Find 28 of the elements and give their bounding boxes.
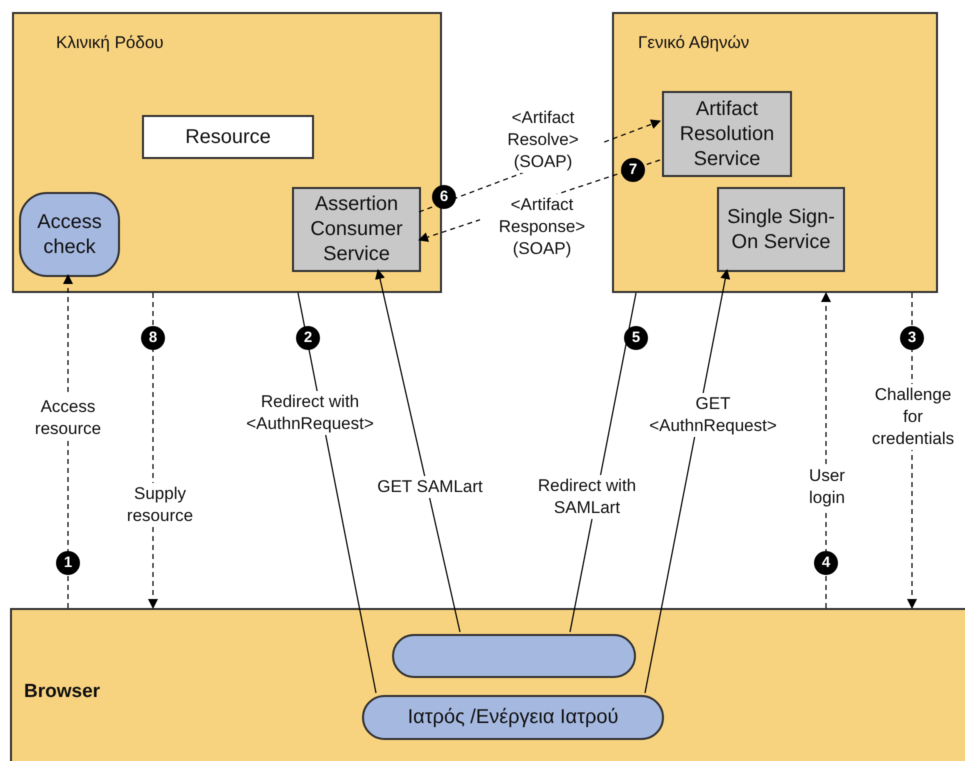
callout-number: 6	[432, 185, 456, 209]
node-label: Assertion Consumer Service	[309, 192, 404, 267]
node-label: Artifact Resolution Service	[678, 96, 776, 172]
resource-box	[142, 115, 314, 159]
service-box	[662, 91, 792, 177]
pill-shape	[392, 634, 636, 678]
callout-number: 3	[900, 326, 924, 350]
callout-number: 2	[296, 326, 320, 350]
node-label: Single Sign-On Service	[726, 204, 836, 254]
access-check-node	[19, 192, 120, 277]
node-label: Κλινική Ρόδου	[56, 32, 164, 54]
organization-panel	[12, 12, 442, 293]
node-label: Browser	[24, 680, 100, 704]
organization-panel	[612, 12, 938, 293]
callout-number: 4	[814, 551, 838, 575]
browser-panel	[10, 608, 965, 761]
node-label: Γενικό Αθηνών	[638, 32, 750, 54]
service-box	[717, 187, 845, 272]
node-label: Access check	[36, 210, 103, 260]
node-label: Resource	[184, 124, 272, 150]
arrow	[644, 269, 730, 694]
callout-number: 8	[141, 326, 165, 350]
callout-number: 1	[56, 551, 80, 575]
pill-shape	[362, 695, 664, 740]
arrow	[375, 269, 461, 632]
callout-number: 5	[624, 326, 648, 350]
service-box	[292, 187, 421, 272]
node-label: Ιατρός /Ενέργεια Ιατρού	[406, 705, 620, 730]
